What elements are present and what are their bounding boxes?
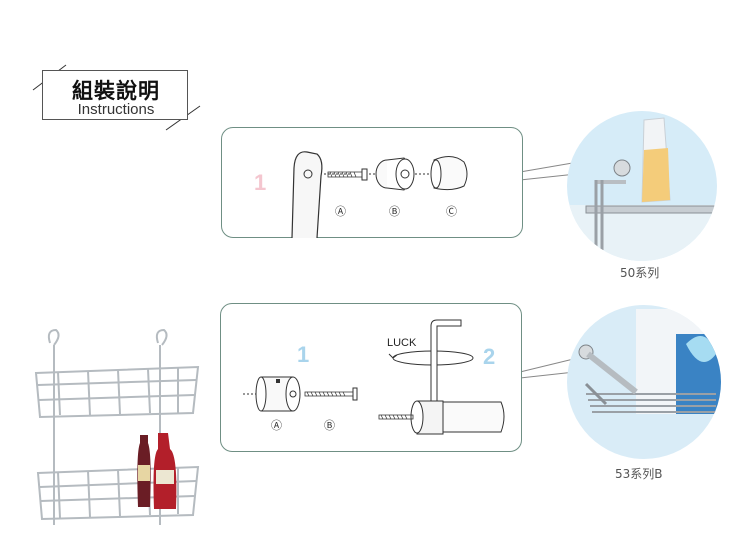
- title-english: Instructions: [77, 101, 155, 118]
- part-b-label: Ⓑ: [389, 205, 400, 218]
- part-a-label: Ⓐ: [335, 205, 346, 218]
- series-50-label: 50系列: [620, 266, 660, 280]
- step-number-1: 1: [297, 342, 309, 367]
- step-number-2: 2: [483, 344, 495, 369]
- title-box: 組裝說明 Instructions: [42, 70, 188, 120]
- part-b-label: Ⓑ: [324, 419, 335, 432]
- wire-rack-illustration: [34, 328, 200, 525]
- series-53b-label: 53系列B: [615, 467, 663, 481]
- product-photo-53b: [567, 305, 721, 459]
- luck-label: LUCK: [387, 337, 417, 349]
- product-photo-50: [567, 111, 717, 261]
- part-a-label: Ⓐ: [271, 419, 282, 432]
- panel-1-diagram: 1 Ⓐ Ⓑ Ⓒ: [254, 151, 468, 239]
- instruction-panel-2: 1 2 Ⓐ Ⓑ LUCK: [220, 303, 522, 452]
- part-c-label: Ⓒ: [446, 205, 457, 218]
- step-number-1: 1: [254, 170, 266, 195]
- instruction-panel-1: 1 Ⓐ Ⓑ Ⓒ: [221, 127, 523, 239]
- title-chinese: 組裝說明: [72, 79, 160, 103]
- panel-2-diagram: 1 2 Ⓐ Ⓑ LUCK: [243, 319, 505, 435]
